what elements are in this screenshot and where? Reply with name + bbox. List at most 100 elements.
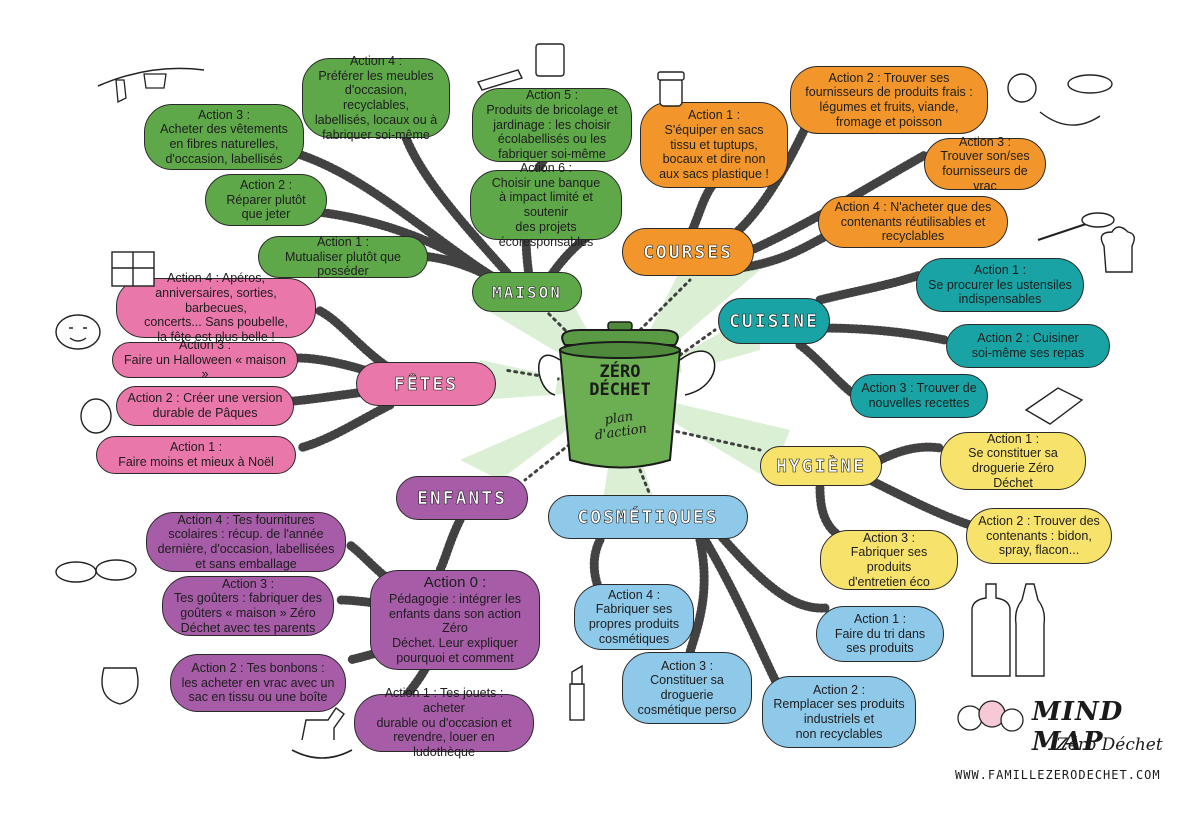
action-body: contenants : bidon, spray, flacon... <box>986 528 1092 558</box>
action-title: Action 3 : <box>862 530 916 545</box>
lipstick-icon <box>569 664 585 721</box>
candy-bag-icon <box>101 667 139 705</box>
action-title: Action 2 : <box>239 177 293 192</box>
courses-action-3: Action 3 : Trouver son/ses fournisseurs … <box>924 134 1046 193</box>
action-body: S'équiper en sacs tissu et tuptups, boca… <box>659 122 769 182</box>
action-body: contenants réutilisables et recyclables <box>840 214 986 244</box>
cosmetiques-action-4: Action 4 : Fabriquer ses propres produit… <box>574 584 694 650</box>
recipe-book-icon <box>1024 387 1084 425</box>
category-fetes: FÊTES <box>356 362 496 406</box>
enfants-action-3: Action 3 : Tes goûters : fabriquer des g… <box>162 576 334 636</box>
fetes-action-1: Action 1 : Faire moins et mieux à Noël <box>96 436 296 474</box>
action-title: Action 4 : Tes fournitures <box>177 512 315 527</box>
action-body: durable de Pâques <box>152 406 258 420</box>
category-hygiene: HYGIÈNE <box>760 446 882 486</box>
action-title: Action 2 : Tes bonbons : <box>191 660 325 675</box>
action-title: Action 3 : <box>660 658 714 673</box>
action-body: Tes goûters : fabriquer des goûters « ma… <box>174 591 322 635</box>
maison-action-5: Action 5 : Produits de bricolage et jard… <box>472 88 632 162</box>
enfants-action-0: Action 0 : Pédagogie : intégrer les enfa… <box>370 570 540 670</box>
action-body: Réparer plutôt que jeter <box>226 192 306 222</box>
action-title: Action 2 : Trouver ses <box>828 70 950 85</box>
action-title: Action 1 : <box>687 108 741 123</box>
action-body: Choisir une banque à impact limité et so… <box>491 175 601 249</box>
category-maison: MAISON <box>472 272 582 312</box>
bottles-icon <box>971 583 1046 677</box>
action-body: Trouver son/ses fournisseurs de vrac <box>940 149 1030 193</box>
action-title: Action 3 : <box>958 134 1012 149</box>
action-body: nouvelles recettes <box>868 396 970 410</box>
action-title: Action 2 : <box>812 682 866 697</box>
rocking-horse-icon <box>291 706 353 759</box>
courses-action-4: Action 4 : N'acheter que des contenants … <box>818 196 1008 248</box>
category-cosmetiques: COSMÉTIQUES <box>548 495 748 539</box>
family-avatar-icon <box>957 700 1024 732</box>
maison-action-4: Action 4 : Préférer les meubles d'occasi… <box>302 54 450 142</box>
category-enfants: ENFANTS <box>396 476 528 520</box>
action-body: Se procurer les ustensiles indispensable… <box>928 277 1072 307</box>
clothesline-icon <box>97 67 205 104</box>
cuisine-action-2: Action 2 : Cuisiner soi-même ses repas <box>946 324 1110 368</box>
action-title: Action 3 : <box>197 107 251 122</box>
maison-action-6: Action 6 : Choisir une banque à impact l… <box>470 161 622 249</box>
courses-action-2: Action 2 : Trouver ses fournisseurs de p… <box>790 66 988 134</box>
action-title: Action 4 : Apéros, <box>167 271 265 286</box>
maison-action-1: Action 1 : Mutualiser plutôt que posséde… <box>258 234 428 278</box>
credit-title: MIND MAP <box>1032 697 1124 757</box>
fetes-action-3: Action 3 : Faire un Halloween « maison » <box>112 338 298 381</box>
courses-action-1: Action 1 : S'équiper en sacs tissu et tu… <box>640 102 788 188</box>
action-body: scolaires : récup. de l'année dernière, … <box>157 527 335 571</box>
cuisine-action-1: Action 1 : Se procurer les ustensiles in… <box>916 258 1084 312</box>
action-title: Action 4 : <box>607 587 661 602</box>
kitchen-tools-icon <box>1037 212 1135 273</box>
category-cuisine: CUISINE <box>718 298 830 344</box>
pumpkin-icon <box>55 314 101 350</box>
action-body: Se constituer sa droguerie Zéro Déchet <box>968 446 1058 490</box>
hygiene-action-2: Action 2 : Trouver des contenants : bido… <box>966 508 1112 564</box>
cookies-icon <box>55 559 137 583</box>
credit-url[interactable]: WWW.FAMILLEZERODECHET.COM <box>955 768 1161 782</box>
action-title: Action 2 : Créer une version <box>127 391 283 406</box>
action-body: Fabriquer ses propres produits cosmétiqu… <box>588 602 680 646</box>
action-title: Action 6 : <box>519 160 573 175</box>
action-title: Action 2 : Trouver des <box>978 513 1100 528</box>
action-body: Constituer sa droguerie cosmétique perso <box>637 673 737 717</box>
action-body: les acheter en vrac avec un sac en tissu… <box>181 675 335 705</box>
action-body: soi-même ses repas <box>971 346 1085 360</box>
action-title: Action 1 : <box>986 431 1040 446</box>
maison-action-2: Action 2 : Réparer plutôt que jeter <box>205 174 327 226</box>
fresh-food-icon <box>1007 73 1113 126</box>
action-title: Action 1 : <box>169 440 223 455</box>
easter-egg-icon <box>80 398 112 434</box>
action-title: Action 3 : <box>178 337 232 352</box>
action-body: fournisseurs de produits frais : légumes… <box>805 85 973 129</box>
action-body: Acheter des vêtements en fibres naturell… <box>160 122 288 166</box>
action-body: Produits de bricolage et jardinage : les… <box>486 102 618 162</box>
jar-icon <box>657 71 685 107</box>
fetes-action-4: Action 4 : Apéros, anniversaires, sortie… <box>116 271 316 344</box>
action-title: Action 3 : Trouver de <box>861 381 977 396</box>
action-body: Faire un Halloween « maison » <box>124 352 286 382</box>
hygiene-action-3: Action 3 : Fabriquer ses produits d'entr… <box>820 530 958 590</box>
action-title: Action 2 : Cuisiner <box>977 331 1079 346</box>
action-body: Pédagogie : intégrer les enfants dans so… <box>388 591 522 665</box>
enfants-action-1: Action 1 : Tes jouets : acheter durable … <box>354 686 534 759</box>
action-body: Faire moins et mieux à Noël <box>118 455 274 469</box>
action-title: Action 3 : <box>221 576 275 591</box>
category-courses: COURSES <box>622 228 754 276</box>
action-body: anniversaires, sorties, barbecues, conce… <box>144 285 288 345</box>
paint-brush-icon <box>477 43 565 91</box>
action-title: Action 1 : <box>316 234 370 249</box>
action-title: Action 1 : <box>973 262 1027 277</box>
cosmetiques-action-1: Action 1 : Faire du tri dans ses produit… <box>816 606 944 662</box>
action-title: Action 4 : N'acheter que des <box>834 199 992 214</box>
enfants-action-4: Action 4 : Tes fournitures scolaires : r… <box>146 512 346 572</box>
action-title: Action 4 : <box>349 53 403 68</box>
action-body: Préférer les meubles d'occasion, recycla… <box>314 68 438 142</box>
action-title: Action 0 : <box>423 574 487 592</box>
gift-box-icon <box>111 251 155 287</box>
fetes-action-2: Action 2 : Créer une version durable de … <box>116 386 294 426</box>
cosmetiques-action-2: Action 2 : Remplacer ses produits indust… <box>762 676 916 748</box>
action-body: durable ou d'occasion et revendre, louer… <box>376 715 512 760</box>
action-title: Action 1 : <box>853 611 907 626</box>
